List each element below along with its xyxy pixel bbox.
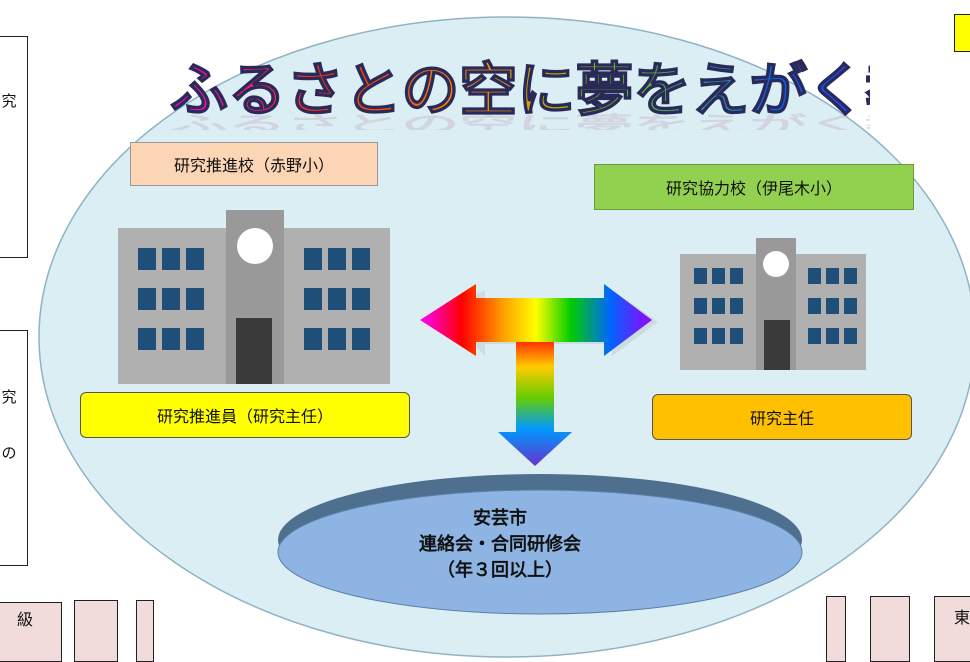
- meeting-title: 連絡会・合同研修会: [419, 534, 581, 555]
- bottom-left-text: 級: [16, 610, 33, 629]
- top-right-yellow-box: [954, 14, 970, 52]
- meeting-city: 安芸市: [473, 508, 527, 529]
- cooperation-school-label: 研究協力校（伊尾木小）: [594, 164, 914, 210]
- left-top-box: [0, 36, 28, 258]
- left-mid-text-2: の: [1, 443, 17, 462]
- left-top-text: 究: [1, 91, 17, 110]
- meeting-text: 安芸市 連絡会・合同研修会 （年３回以上）: [340, 506, 660, 584]
- bottom-left-box-1: [0, 602, 62, 662]
- page-title: ふるさとの空に夢をえがく教育: [170, 56, 870, 124]
- bottom-right-box-3: [934, 596, 970, 662]
- meeting-frequency: （年３回以上）: [437, 560, 563, 581]
- promotion-school-label: 研究推進校（赤野小）: [130, 142, 378, 186]
- double-arrow-icon: [420, 284, 652, 356]
- bottom-right-box-2: [870, 596, 910, 662]
- school-building-icon-right: [680, 238, 866, 370]
- left-mid-text-1: 究: [1, 387, 17, 406]
- title-banner: ふるさとの空に夢をえがく教育 ふるさとの空に夢をえがく教育: [169, 55, 870, 130]
- left-mid-box: [0, 330, 28, 566]
- research-chief-label: 研究主任: [652, 394, 912, 440]
- school-building-icon: [118, 210, 390, 384]
- down-arrow-icon: [498, 342, 572, 466]
- promotion-member-label: 研究推進員（研究主任）: [80, 392, 410, 438]
- bottom-left-box-2: [74, 600, 118, 662]
- bottom-right-text: 東: [953, 608, 970, 627]
- title-reflection: ふるさとの空に夢をえがく教育: [170, 113, 870, 130]
